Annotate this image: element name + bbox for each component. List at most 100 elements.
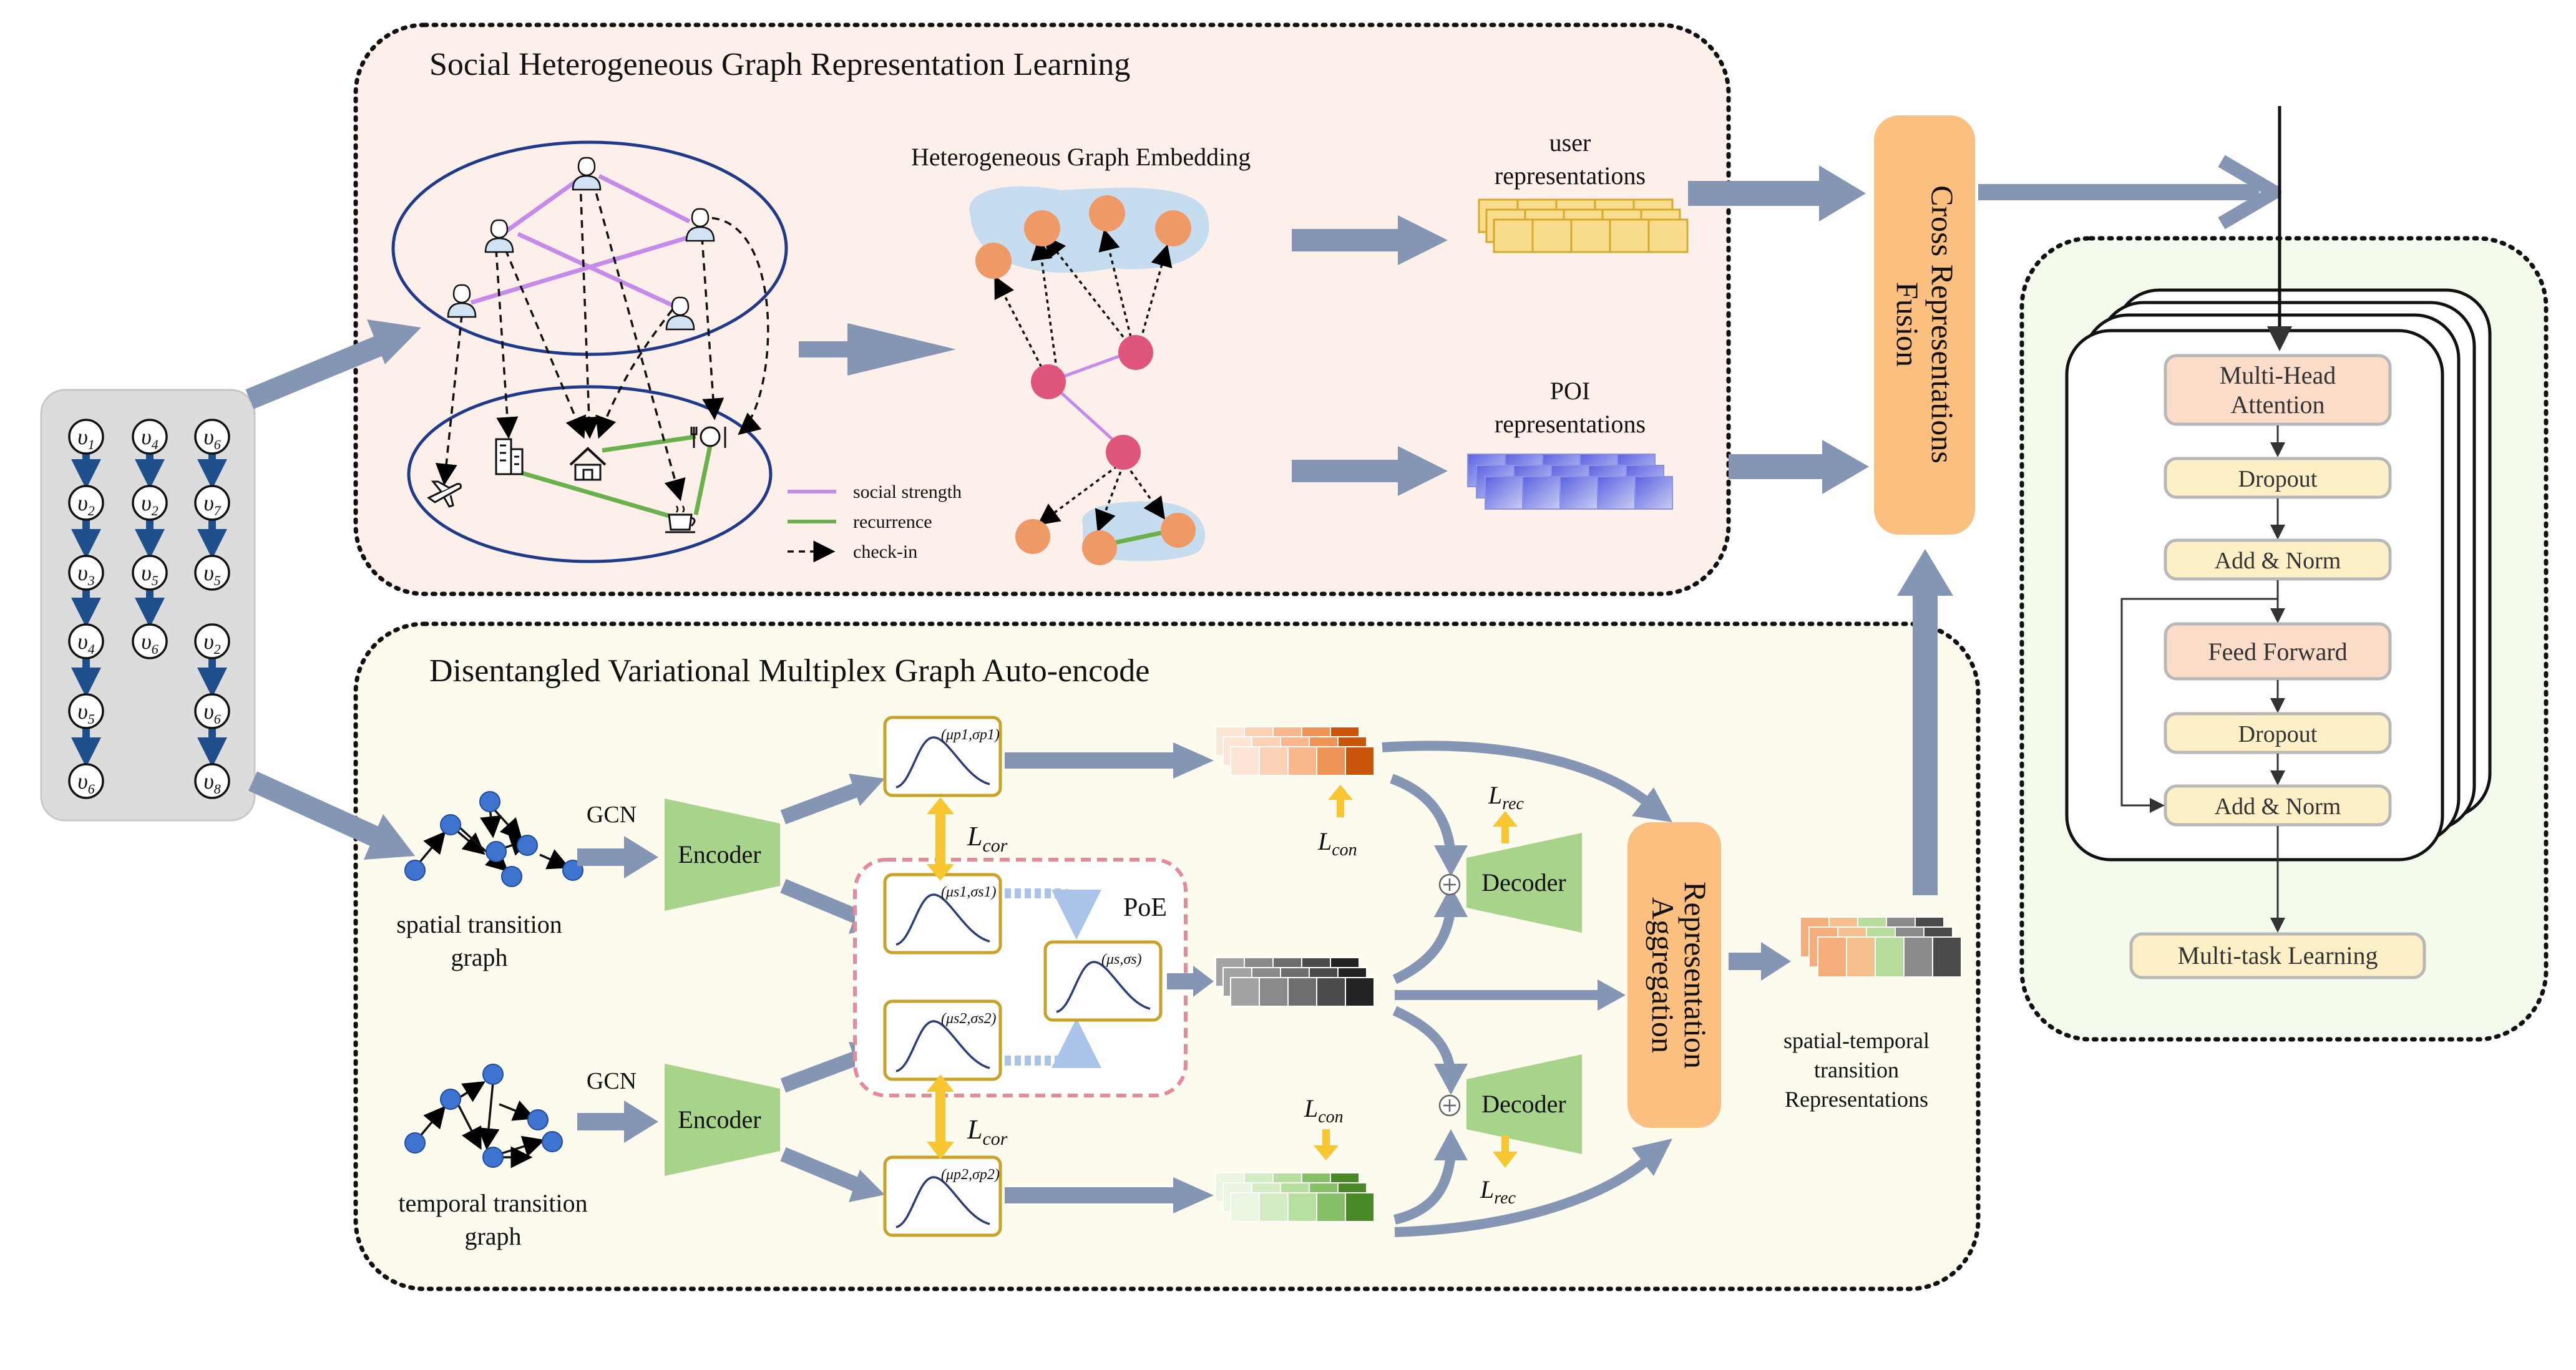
sequence-node: υ6 [68,763,104,799]
st-rep-layer [1817,936,1962,978]
dropout-label-2: Dropout [2238,721,2318,747]
reconstruction-loss-top: Lrec [1488,781,1525,843]
airplane-icon [427,480,462,508]
correlation-loss-bottom: Lcor [927,1074,1008,1159]
embedding-to-user-arrow [1292,215,1448,265]
aggregation-label-2: Aggregation [1646,897,1681,1053]
feed-forward-block [2164,622,2392,681]
user-rep-label-1: user [1549,129,1591,157]
sequence-node-label: υ8 [203,769,221,797]
temporal-transition-graph: temporal transition graph [398,1064,588,1250]
sequence-to-graph-arrow [248,771,415,860]
user-to-fusion-arrow [1688,165,1866,221]
user-layer-ellipse [391,140,788,356]
social-panel: Social Heterogeneous Graph Representatio… [353,22,1731,596]
spatial-graph-label-2: graph [451,943,507,971]
gcn-spatial: GCN [577,802,658,878]
embedding-layer [1230,746,1375,776]
svg-text:Lcor: Lcor [967,821,1008,856]
poi-representations: POI representations [1467,377,1673,510]
coffee-icon [665,505,696,533]
poe-label: PoE [1123,893,1167,922]
sequence-node: υ6 [132,623,168,659]
loss-con-top-symbol: L [1317,827,1332,855]
embedding-flow-curves [1382,741,1654,1237]
svg-text:Lcor: Lcor [967,1114,1008,1149]
user-icon [572,157,602,191]
dist-to-embedding-arrows [1005,742,1214,1213]
loss-cor-top-sub: cor [982,835,1007,856]
spatial-graph-label-1: spatial transition [396,910,562,938]
embedding-edges [994,228,1173,533]
loss-rec-bottom-sub: rec [1494,1188,1516,1208]
pink-nodes [1031,335,1153,470]
loss-rec-top-symbol: L [1488,781,1502,809]
dropout-block-2 [2164,712,2392,754]
plus-circle-top [1438,873,1461,896]
mha-label-1: Multi-Head [2220,361,2336,389]
loss-cor-bottom-sub: cor [982,1129,1007,1149]
social-strength-lines [470,173,691,311]
sequence-node: υ6 [194,693,230,729]
hetero-graph: social strength recurrence check-in [391,140,962,563]
user-cluster-blob [969,186,1209,273]
dropout-block-1 [2164,457,2392,499]
sequence-node: υ3 [68,555,104,591]
distribution-box-dist-p2: (μp2,σp2) [883,1155,1002,1237]
distribution-boxes: (μp1,σp1)(μs1,σs1)(μs2,σs2)(μs,σs)(μp2,σ… [883,716,1163,1237]
temporal-graph-label-2: graph [464,1222,521,1250]
sequence-node: υ2 [194,623,230,659]
loss-rec-top-sub: rec [1502,794,1524,814]
add-norm-label-2: Add & Norm [2215,794,2341,820]
add-norm-block-1 [2164,538,2392,581]
restaurant-icon [690,426,726,448]
sequence-node-label: υ6 [203,424,221,452]
contrastive-loss-bottom: Lcon [1304,1094,1344,1160]
heg-title: Heterogeneous Graph Embedding [911,143,1251,171]
poi-rep-label-1: POI [1550,377,1590,405]
graph-to-embedding-arrow [799,323,956,376]
st-rep-label-2: transition [1814,1057,1899,1082]
embedding-layer [1230,977,1375,1007]
st-rep-label-3: Representations [1785,1087,1928,1112]
poi-layer-ellipse [407,385,773,563]
distribution-label: (μs1,σs1) [941,884,997,900]
loss-con-bottom-sub: con [1318,1107,1343,1127]
sequence-node: υ5 [132,555,168,591]
sequence-node-label: υ6 [203,699,221,727]
representation-aggregation-block: Representation Aggregation [1627,822,1721,1128]
transformer-stack: Multi-Head Attention Dropout Add & Norm … [2065,106,2492,979]
decoder-label-bottom: Decoder [1481,1090,1566,1118]
legend-recurrence: recurrence [853,512,932,532]
st-rep-labels: spatial-temporal transition Representati… [1783,1028,1930,1112]
shared-embedding [1215,957,1375,1007]
aggregation-to-fusion-arrow [1897,549,1953,895]
sequence-node: υ8 [194,763,230,799]
sequence-node-label: υ7 [203,490,222,518]
decoder-bottom: Decoder [1466,1054,1582,1154]
fusion-to-transformer-arrow [1978,155,2281,230]
loss-rec-bottom-symbol: L [1480,1175,1494,1203]
sequence-node: υ6 [194,419,230,455]
hetero-legend: social strength recurrence check-in [788,482,962,563]
temporal-graph-label-1: temporal transition [398,1189,587,1217]
residual-connection [2120,598,2278,813]
dvmgae-panel-title: Disentangled Variational Multiplex Graph… [429,653,1149,689]
contrastive-loss-top: Lcon [1317,785,1357,860]
distribution-label: (μp2,σp2) [941,1167,1000,1183]
sequence-to-social-arrow [245,319,421,409]
sequence-node: υ1 [68,419,104,455]
private-spatial-embedding [1215,726,1375,776]
sequence-node: υ4 [68,623,104,659]
encoder-label-temporal: Encoder [678,1105,761,1134]
mha-label-2: Attention [2230,391,2325,419]
gcn-temporal: GCN [577,1068,658,1143]
decoder-top: Decoder [1466,833,1582,933]
sequence-node-label: υ1 [77,424,95,452]
sequence-node-label: υ5 [203,560,221,588]
encoder-output-arrows [780,782,861,1193]
house-icon [569,447,607,481]
embedding-layer [1230,1192,1375,1222]
